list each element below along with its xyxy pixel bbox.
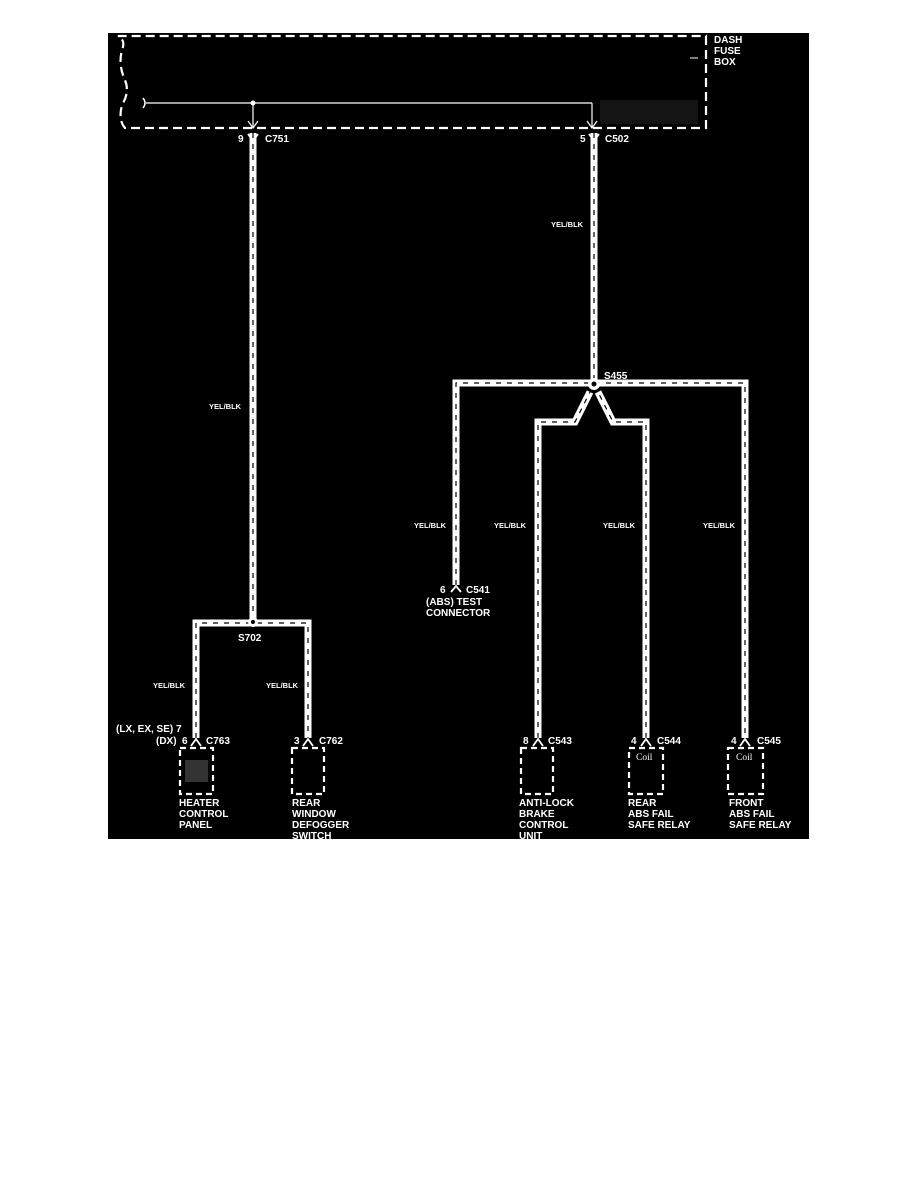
svg-text:PANEL: PANEL [179,820,212,831]
svg-text:WINDOW: WINDOW [292,809,336,820]
svg-text:CONTROL: CONTROL [519,820,568,831]
connector-c541: 6 C541 (ABS) TEST CONNECTOR [426,584,491,619]
wire-color-label: YEL/BLK [266,681,299,690]
variant-label: (DX) [156,736,177,747]
splice-s455-label: S455 [604,371,628,382]
svg-text:C762: C762 [319,736,343,747]
component-anti-lock-brake-control-unit: 8 C543 ANTI-LOCK BRAKE CONTROL UNIT [519,736,575,842]
svg-text:C544: C544 [657,736,681,747]
abs-test-connector-label: (ABS) TEST [426,597,482,608]
coil-label: Coil [636,753,653,763]
svg-text:8: 8 [523,736,529,747]
svg-text:C543: C543 [548,736,572,747]
svg-text:ANTI-LOCK: ANTI-LOCK [519,798,575,809]
connector-c751: 9 C751 [238,133,289,145]
wire-color-label: YEL/BLK [414,521,447,530]
svg-text:C763: C763 [206,736,230,747]
wire-color-label: YEL/BLK [603,521,636,530]
svg-text:REAR: REAR [292,798,321,809]
component-front-abs-fail-safe-relay: 4 C545 Coil FRONT ABS FAIL SAFE RELAY [726,736,792,831]
svg-text:6: 6 [440,585,446,596]
wire-color-label: YEL/BLK [551,220,584,229]
svg-text:REAR: REAR [628,798,657,809]
dash-fuse-box: DASH FUSE BOX [117,34,742,130]
fuse-box-label-line-1: DASH [714,35,742,46]
svg-text:6: 6 [182,736,188,747]
svg-text:UNIT: UNIT [519,831,542,842]
svg-text:SAFE RELAY: SAFE RELAY [628,820,691,831]
wire-color-label: YEL/BLK [703,521,736,530]
component-heater-control-panel: (LX, EX, SE) 7 (DX) 6 C763 HEATER CONTRO… [116,724,230,831]
component-rear-abs-fail-safe-relay: 4 C544 Coil REAR ABS FAIL SAFE RELAY [627,736,691,831]
svg-text:9: 9 [238,134,244,145]
svg-text:BRAKE: BRAKE [519,809,555,820]
wire-color-label: YEL/BLK [209,402,242,411]
svg-text:FRONT: FRONT [729,798,763,809]
svg-text:SAFE RELAY: SAFE RELAY [729,820,792,831]
svg-text:5: 5 [580,134,586,145]
svg-text:HEATER: HEATER [179,798,220,809]
svg-text:4: 4 [731,736,737,747]
fuse-box-label-line-3: BOX [714,57,736,68]
fuse-box-label-line-2: FUSE [714,46,741,57]
svg-text:3: 3 [294,736,300,747]
svg-text:ABS FAIL: ABS FAIL [628,809,674,820]
wire-color-label: YEL/BLK [153,681,186,690]
splice-s702: S702 [238,617,262,644]
splice-s702-label: S702 [238,633,262,644]
svg-text:SWITCH: SWITCH [292,831,331,842]
svg-text:C545: C545 [757,736,781,747]
connector-c502: 5 C502 [580,133,629,145]
coil-label: Coil [736,753,753,763]
component-rear-window-defogger-switch: 3 C762 REAR WINDOW DEFOGGER SWITCH [290,736,350,842]
svg-text:4: 4 [631,736,637,747]
svg-text:ABS FAIL: ABS FAIL [729,809,775,820]
wire-color-label: YEL/BLK [494,521,527,530]
splice-s455: S455 [588,371,628,390]
svg-text:C541: C541 [466,585,490,596]
variant-label: (LX, EX, SE) 7 [116,724,182,735]
svg-text:C502: C502 [605,134,629,145]
svg-text:C751: C751 [265,134,289,145]
svg-text:DEFOGGER: DEFOGGER [292,820,350,831]
svg-text:CONTROL: CONTROL [179,809,228,820]
abs-test-connector-label: CONNECTOR [426,608,491,619]
